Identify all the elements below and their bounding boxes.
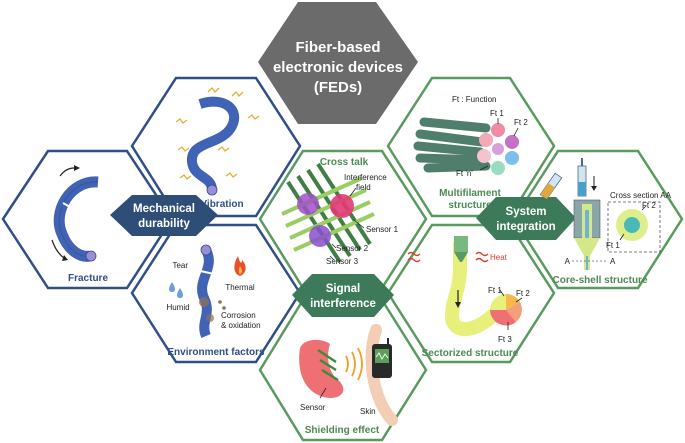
title-line-1: Fiber-based [295,39,380,56]
fracture-caption: Fracture [68,273,108,284]
interference-label-line-1: Interference [344,173,387,182]
system-integration-badge [476,197,576,240]
sectorized-caption: Sectorized structure [422,348,519,359]
fire-icon [234,256,246,276]
shielding-illustration [299,324,398,426]
mechanical-badge-line-2: durability [138,218,190,230]
corrosion-label-line-2: & oxidation [221,321,261,330]
vibration-caption: Vibration [200,199,243,210]
multifilament-caption-line-1: Multifilament [439,188,501,199]
section-a-left-label: A [565,257,571,266]
multifilament-caption-line-2: structure [448,200,492,211]
core-shell-caption: Core-shell structure [552,275,647,286]
core-ft2-label: Ft 2 [642,201,656,210]
water-drops-icon [169,282,183,298]
woven-fabric-illustration [281,162,375,264]
system-badge-line-1: System [506,206,547,218]
humid-label: Humid [166,303,189,312]
system-badge-line-2: integration [496,221,555,233]
multi-ft1-label: Ft 1 [490,109,504,118]
vibration-fiber-illustration [175,87,260,196]
heat-icon [407,251,489,263]
mechanical-durability-badge [110,195,218,236]
thermal-label: Thermal [225,283,255,292]
heat-label: Heat [490,253,508,262]
core-ft1-label: Ft 1 [606,241,620,250]
center-hexagon [258,2,418,124]
sector-ft1-label: Ft 1 [488,286,502,295]
environment-hexagon [130,223,302,364]
environment-fiber-illustration [195,244,226,338]
environment-caption: Environment factors [167,347,265,358]
shielding-hexagon [258,298,428,442]
core-shell-cross-section [607,201,661,253]
sensor-2-label: Sensor 2 [336,244,369,253]
tear-label: Tear [172,261,188,270]
cross-talk-caption: Cross talk [320,157,369,168]
fracture-fiber-illustration [51,165,99,262]
multifilament-bundle-illustration [413,117,519,175]
signal-badge-line-1: Signal [326,283,361,295]
signal-badge-line-2: interference [310,298,376,310]
shielding-caption: Shielding effect [305,425,380,436]
mechanical-badge-line-1: Mechanical [133,203,195,215]
ft-function-label: Ft : Function [452,95,496,104]
interference-label-line-2: field [356,183,371,192]
sensor-label: Sensor [300,403,326,412]
title-line-2: electronic devices [273,59,403,76]
section-a-right-label: A [610,257,616,266]
sector-cross-section [490,289,523,330]
title-line-3: (FEDs) [314,79,362,96]
sector-ft2-label: Ft 2 [516,289,530,298]
multi-ftn-label: Ft 'n' [456,169,473,178]
corrosion-label-line-1: Corrosion [221,311,256,320]
skin-label: Skin [360,407,376,416]
multi-ft2-label: Ft 2 [514,118,528,127]
core-shell-syringe-illustration [539,158,606,270]
sensor-1-label: Sensor 1 [366,225,399,234]
sectorized-hexagon [386,223,556,364]
sensor-3-label: Sensor 3 [326,257,359,266]
signal-interference-badge [292,274,394,317]
cross-section-label: Cross section AA [610,191,672,200]
sector-ft3-label: Ft 3 [498,335,512,344]
